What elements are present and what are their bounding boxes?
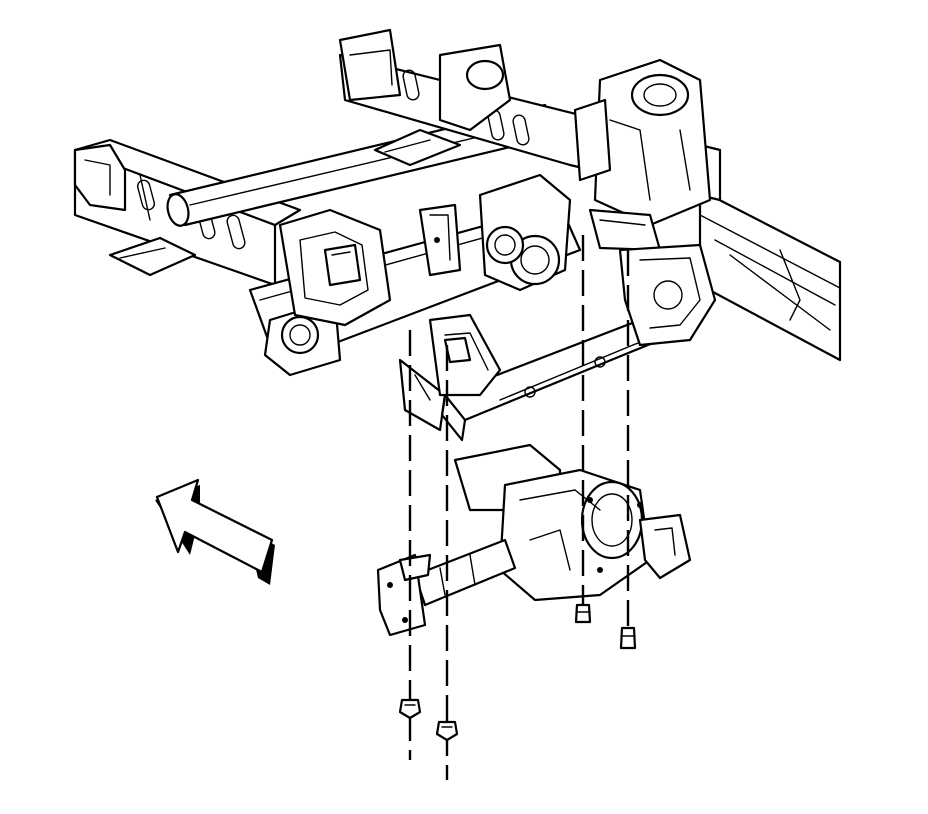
- bolt-icon: [574, 603, 592, 624]
- front-differential: [376, 443, 692, 637]
- mounting-bolts: [398, 235, 637, 780]
- bolt-icon: [398, 698, 422, 720]
- right-diff-bracket: [588, 208, 717, 347]
- direction-arrow-icon: [155, 478, 275, 585]
- left-diff-bracket: [428, 313, 502, 397]
- bolt-icon: [435, 720, 459, 742]
- crossmember: [398, 318, 662, 442]
- rear-tower-mount: [573, 58, 712, 227]
- right-frame-rail: [698, 188, 842, 362]
- left-engine-mount: [278, 208, 392, 327]
- right-engine-mount: [478, 173, 572, 292]
- bolt-icon: [619, 626, 637, 650]
